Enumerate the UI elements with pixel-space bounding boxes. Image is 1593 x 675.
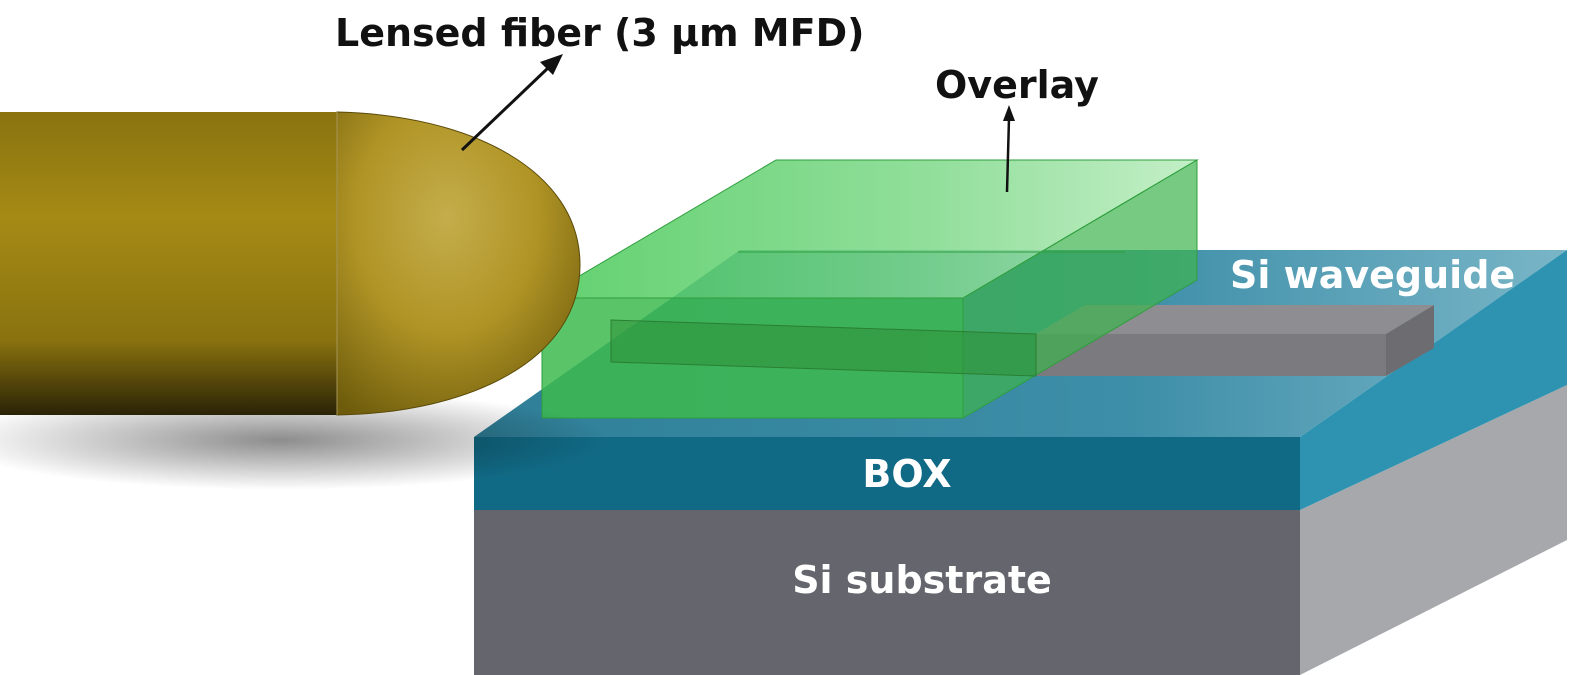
lensed-fiber-label: Lensed fiber (3 μm MFD) (335, 11, 864, 55)
waveguide-side (1386, 305, 1434, 376)
si-substrate-label: Si substrate (792, 558, 1052, 602)
overlay-arrow (1003, 105, 1015, 193)
si-waveguide (1036, 305, 1434, 376)
fiber-body (0, 112, 340, 415)
si-waveguide-label: Si waveguide (1230, 253, 1515, 297)
box-front-face (474, 437, 1300, 510)
si-substrate (474, 385, 1567, 675)
substrate-side-face (1300, 385, 1567, 675)
substrate-front-face (474, 510, 1300, 675)
overlay-label: Overlay (935, 63, 1099, 107)
waveguide-front (1036, 334, 1386, 376)
box-side-face (1300, 250, 1567, 510)
arrowhead-overlay (1003, 105, 1015, 121)
lensed-fiber (0, 111, 610, 490)
fiber-shadow (0, 390, 610, 490)
lensed-fiber-arrow (460, 54, 563, 152)
fiber-lens-tip (336, 111, 581, 416)
arrowhead-fiber (540, 54, 563, 75)
overlay-block (540, 159, 1199, 419)
taper-waveguide (610, 319, 1037, 377)
box-label: BOX (862, 452, 951, 496)
